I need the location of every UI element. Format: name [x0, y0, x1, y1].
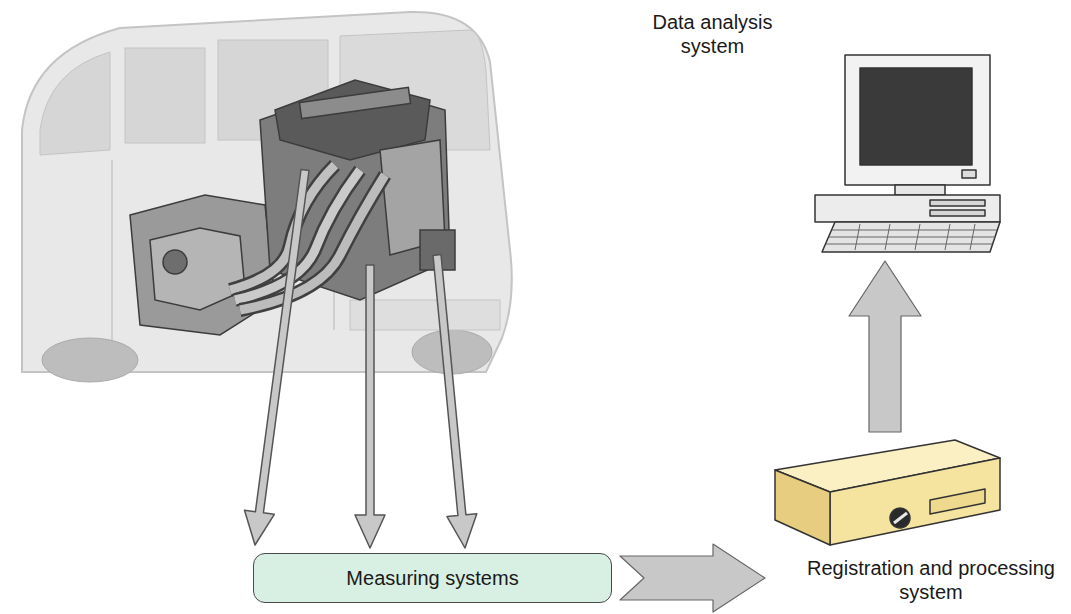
node-label: Data analysis system [640, 10, 785, 58]
sensor-arrows [245, 170, 477, 549]
van-illustration [22, 12, 512, 382]
recorder-device [775, 440, 1000, 545]
node-label: Measuring systems [346, 566, 518, 590]
measuring-box: Measuring systems [253, 553, 612, 603]
computer-node: Data analysis system [640, 5, 1005, 255]
recorder-node: Registration and processing system [775, 438, 1066, 604]
block-arrow [849, 261, 921, 432]
node-label: Registration and processing system [796, 556, 1066, 604]
computer-icon [815, 55, 1000, 252]
block-arrow [620, 544, 765, 612]
